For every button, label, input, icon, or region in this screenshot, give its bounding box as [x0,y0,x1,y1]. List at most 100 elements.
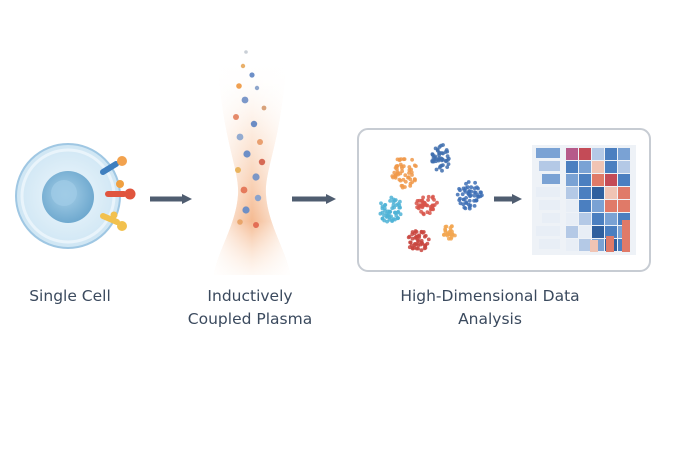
dot [422,246,427,251]
dot [472,204,477,208]
cell-icon [15,143,121,249]
dot [253,222,259,228]
dot [382,218,387,223]
dot [432,197,436,202]
dot [425,203,430,208]
dot [472,193,477,198]
dot [240,186,248,194]
heatmap-cell [579,174,591,186]
heatmap-cell [566,226,578,238]
dot [252,173,260,181]
step-label-line: Inductively [207,287,293,305]
dot [433,156,437,160]
heatmap-cell [618,187,630,199]
heatmap-cell [605,148,617,160]
step-label-line: Single Cell [29,287,111,305]
dot [378,211,383,216]
heatmap-cell [605,213,617,225]
dot [443,229,448,234]
dot [243,150,251,158]
dot [385,209,390,214]
dot [379,201,383,206]
dot [469,189,474,194]
dot [427,211,432,216]
dot [476,195,481,199]
heatmap-bar [622,220,630,252]
heatmap-cell [592,174,604,186]
heatmap-cell [605,174,617,186]
dot [439,143,443,148]
dot [383,203,388,207]
dot [447,236,451,241]
dot [394,164,399,169]
heatmap-row-bar [539,200,560,210]
dot [419,209,423,214]
heatmap-cell [579,148,591,160]
plasma-torch-icon [214,50,290,275]
dot [390,174,395,179]
heatmap-row-bar [536,226,560,236]
heatmap-cell [579,226,591,238]
dot [464,181,468,186]
dot [394,213,399,218]
dot [394,203,399,208]
dot [395,157,400,162]
dot [469,185,474,190]
dot [398,199,402,204]
dot [237,219,243,225]
dot [426,198,430,202]
heatmap-row-bar [536,148,560,158]
heatmap-cell [566,213,578,225]
dot [257,139,263,145]
heatmap-row-bar [539,239,560,249]
dot [435,200,439,205]
dot [441,163,445,168]
dot [472,198,476,203]
dot [473,190,478,195]
dot [445,154,450,159]
dot [235,167,241,173]
dot [406,175,410,180]
dot [430,159,435,163]
dot [461,202,466,207]
heatmap-cell [566,200,578,212]
heatmap-cell [605,187,617,199]
dot [403,179,408,184]
heatmap-cell [592,213,604,225]
step-label-line: Analysis [458,310,522,328]
dot [398,212,403,217]
heatmap-cell [566,148,578,160]
heatmap-cell [605,161,617,173]
heatmap-row-bar [542,213,560,223]
dot [430,152,435,157]
dot [434,167,439,172]
dot [440,168,444,173]
dot [254,194,262,202]
dot [387,217,392,222]
dot [240,63,246,69]
dot [388,199,392,203]
heatmap-cell [566,239,578,251]
dot [407,171,411,175]
dot [415,234,420,239]
dot [400,169,404,174]
heatmap-row-bar [536,187,560,197]
dot [408,240,412,245]
dot [420,242,425,246]
dot [412,163,417,168]
dot [442,233,446,237]
dot [467,192,472,197]
dot [445,165,450,170]
heatmap-cell [566,187,578,199]
dot [416,246,420,251]
heatmap-bar [590,240,598,252]
dot [444,148,449,152]
step-label-analysis: High-Dimensional Data Analysis [360,285,620,331]
dot [446,162,451,167]
dot [421,195,425,200]
heatmap-cell [579,187,591,199]
dot [385,214,390,219]
dot [401,157,406,162]
